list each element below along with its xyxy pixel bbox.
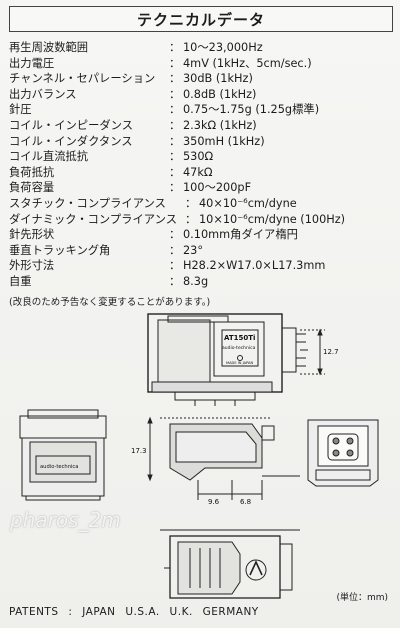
watermark-text: pharos_2m <box>10 508 121 532</box>
spec-value: 40×10⁻⁶cm/dyne <box>199 196 297 210</box>
spec-row: 出力電圧：4mV (1kHz、5cm/sec.) <box>9 56 312 70</box>
spec-value: 30dB (1kHz) <box>183 72 253 86</box>
spec-label: 負荷容量 <box>9 181 55 195</box>
spec-value: 0.10mm角ダイア楕円 <box>183 228 298 242</box>
model-label: AT150Ti <box>224 334 255 342</box>
spec-value: 2.3kΩ (1kHz) <box>183 118 257 132</box>
dim-b-label: 6.8 <box>240 498 251 506</box>
spec-row: 再生周波数範囲：10～23,000Hz <box>9 41 263 54</box>
side-view-drawing <box>147 416 300 500</box>
spec-label: 外形寸法 <box>9 259 55 273</box>
rear-view-drawing <box>307 419 379 487</box>
spec-label: コイル・インピーダンス <box>9 118 134 132</box>
spec-value: H28.2×W17.0×L17.3mm <box>183 259 326 273</box>
spec-row: ダイナミック・コンプライアンス：10×10⁻⁶cm/dyne (100Hz) <box>9 212 346 226</box>
top-view-drawing <box>147 313 325 406</box>
spec-value: 47kΩ <box>183 165 213 179</box>
spec-value: 10×10⁻⁶cm/dyne (100Hz) <box>199 212 346 226</box>
spec-row: コイル・インピーダンス：2.3kΩ (1kHz) <box>9 118 257 132</box>
change-notice: (改良のため予告なく変更することがあります。) <box>9 297 211 308</box>
spec-label: チャンネル・セパレーション <box>9 72 156 86</box>
spec-value: 10～23,000Hz <box>183 41 263 54</box>
spec-label: 針圧 <box>9 103 32 117</box>
spec-row: 針先形状：0.10mm角ダイア楕円 <box>9 228 298 242</box>
title-box: テクニカルデータ <box>9 6 393 32</box>
spec-label: 自重 <box>9 274 32 288</box>
dim-a-label: 9.6 <box>208 498 220 506</box>
spec-value: 350mH (1kHz) <box>183 134 265 148</box>
spec-label: ダイナミック・コンプライアンス <box>9 212 177 226</box>
brand-small: audio-technica <box>222 345 256 351</box>
cartridge-drawings: AT150Ti audio-technica MADE IN JAPAN 12.… <box>19 313 379 599</box>
spec-value: 4mV (1kHz、5cm/sec.) <box>183 56 312 70</box>
dim-side-label: 17.3 <box>131 447 147 455</box>
patents-line: PATENTS : JAPAN U.S.A. U.K. GERMANY <box>9 606 259 618</box>
spec-row: チャンネル・セパレーション：30dB (1kHz) <box>9 72 253 86</box>
page-title: テクニカルデータ <box>136 10 265 29</box>
spec-row: 負荷容量：100～200pF <box>9 181 252 195</box>
spec-row: コイル直流抵抗：530Ω <box>9 150 214 164</box>
spec-row: 外形寸法：H28.2×W17.0×L17.3mm <box>9 259 326 273</box>
spec-label: 出力バランス <box>9 87 77 101</box>
spec-row: 垂直トラッキング角：23° <box>9 243 204 257</box>
spec-value: 8.3g <box>183 274 209 288</box>
spec-table: 再生周波数範囲：10～23,000Hz 出力電圧：4mV (1kHz、5cm/s… <box>9 40 393 290</box>
spec-value: 530Ω <box>183 150 214 164</box>
spec-value: 0.8dB (1kHz) <box>183 87 257 101</box>
spec-row: コイル・インダクタンス：350mH (1kHz) <box>9 134 265 148</box>
spec-value: 0.75～1.75g (1.25g標準) <box>183 103 320 117</box>
spec-label: 針先形状 <box>9 228 55 242</box>
spec-label: 再生周波数範囲 <box>9 41 89 54</box>
spec-label: 出力電圧 <box>9 56 55 70</box>
spec-value: 23° <box>183 243 204 257</box>
spec-label: 垂直トラッキング角 <box>9 243 111 257</box>
brand-front-label: audio-technica <box>40 464 78 470</box>
spec-label: コイル・インダクタンス <box>9 134 133 148</box>
spec-row: 針圧：0.75～1.75g (1.25g標準) <box>9 103 320 117</box>
unit-note: (単位：mm) <box>336 593 388 603</box>
spec-row: 自重：8.3g <box>9 274 209 288</box>
bottom-view-drawing <box>160 529 300 599</box>
spec-row: 出力バランス：0.8dB (1kHz) <box>9 87 257 101</box>
spec-label: スタチック・コンプライアンス <box>9 196 166 210</box>
dim-height-label: 12.7 <box>323 348 339 356</box>
front-view-drawing <box>19 409 107 501</box>
spec-row: 負荷抵抗：47kΩ <box>9 165 213 179</box>
made-in-label: MADE IN JAPAN <box>226 361 253 365</box>
spec-label: 負荷抵抗 <box>9 165 55 179</box>
spec-label: コイル直流抵抗 <box>9 150 89 164</box>
spec-row: スタチック・コンプライアンス：40×10⁻⁶cm/dyne <box>9 196 297 210</box>
spec-value: 100～200pF <box>183 181 252 195</box>
